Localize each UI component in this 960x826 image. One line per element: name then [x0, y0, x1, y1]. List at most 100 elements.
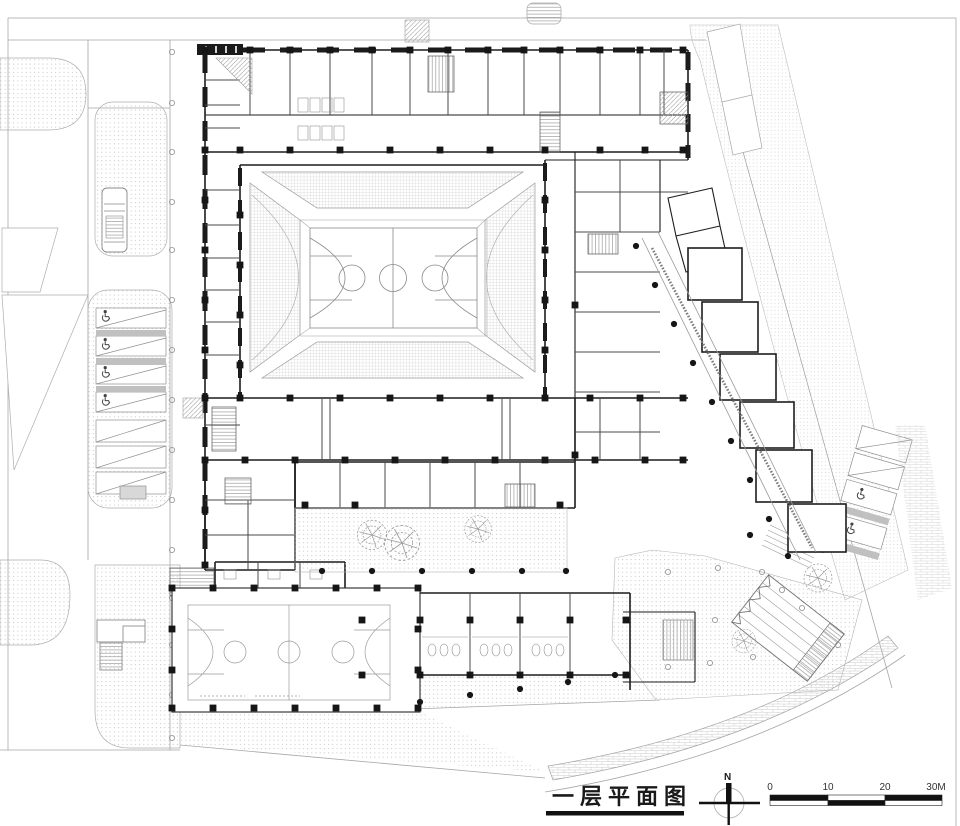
round-columns — [318, 242, 792, 706]
column — [250, 584, 258, 592]
column — [636, 46, 644, 54]
column — [386, 394, 394, 402]
column — [236, 261, 244, 269]
inner-courtyard — [294, 507, 568, 573]
tree-circle-icon — [168, 496, 175, 503]
round-column — [416, 698, 424, 706]
plaza-amphitheater — [731, 574, 845, 682]
title-block: 一层平面图 N 0 10 20 30M — [546, 772, 946, 825]
column — [596, 46, 604, 54]
column — [571, 451, 579, 459]
round-column — [727, 437, 735, 445]
round-column — [564, 678, 572, 686]
column — [679, 394, 687, 402]
column — [201, 456, 209, 464]
column — [332, 704, 340, 712]
entry-plaza — [611, 524, 863, 701]
parking-stalls — [95, 307, 167, 500]
column — [386, 146, 394, 154]
column — [341, 456, 349, 464]
tree-circle-icon — [168, 296, 175, 303]
tree-circle-icon — [759, 569, 766, 576]
gym-hall — [249, 171, 536, 379]
column — [566, 671, 574, 679]
round-column — [651, 281, 659, 289]
column — [641, 146, 649, 154]
column — [571, 301, 579, 309]
column — [250, 704, 258, 712]
column — [484, 46, 492, 54]
column — [436, 394, 444, 402]
column — [622, 616, 630, 624]
tree-circle-icon — [168, 246, 175, 253]
column — [351, 501, 359, 509]
round-column — [708, 398, 716, 406]
column — [286, 146, 294, 154]
round-column — [632, 242, 640, 250]
column — [414, 704, 422, 712]
tree-circle-icon — [168, 396, 175, 403]
column — [541, 296, 549, 304]
scale-tick-0: 0 — [767, 782, 773, 793]
column — [168, 704, 176, 712]
site-kiosk — [96, 619, 146, 671]
column — [486, 146, 494, 154]
tree-circle-icon — [712, 617, 719, 624]
column — [332, 584, 340, 592]
column — [444, 46, 452, 54]
column — [326, 46, 334, 54]
column — [641, 456, 649, 464]
tree-circle-icon — [665, 664, 672, 671]
scale-tick-30m: 30M — [926, 782, 945, 793]
column — [236, 311, 244, 319]
scale-tick-20: 20 — [879, 782, 891, 793]
column — [246, 46, 254, 54]
north-arrow-icon: N — [699, 772, 760, 825]
tree-circle-icon — [168, 346, 175, 353]
column — [541, 456, 549, 464]
round-column — [516, 685, 524, 693]
column — [566, 616, 574, 624]
round-column — [368, 567, 376, 575]
column — [596, 146, 604, 154]
plan-title: 一层平面图 — [552, 784, 692, 809]
column — [286, 394, 294, 402]
round-column — [689, 359, 697, 367]
tree-circle-icon — [799, 605, 806, 612]
column — [301, 501, 309, 509]
round-column — [670, 320, 678, 328]
column — [168, 625, 176, 633]
column — [201, 394, 209, 402]
column — [373, 704, 381, 712]
column — [406, 46, 414, 54]
column — [586, 394, 594, 402]
tree-circle-icon — [168, 49, 175, 56]
bleachers — [249, 171, 536, 379]
column — [436, 146, 444, 154]
building-layer — [168, 44, 847, 713]
column — [168, 666, 176, 674]
column — [336, 394, 344, 402]
tree-circle-icon — [835, 642, 842, 649]
column — [541, 246, 549, 254]
tree-circle-icon — [168, 148, 175, 155]
round-column — [784, 552, 792, 560]
column — [168, 584, 176, 592]
column — [414, 625, 422, 633]
round-column — [518, 567, 526, 575]
column — [373, 584, 381, 592]
round-column — [562, 567, 570, 575]
planting-islands-left — [0, 57, 181, 749]
tree-circle-icon — [715, 565, 722, 572]
column — [416, 616, 424, 624]
title-underline — [546, 811, 684, 816]
curved-road-corner — [544, 635, 906, 793]
tree-circle-icon — [707, 660, 714, 667]
column — [291, 456, 299, 464]
column — [591, 456, 599, 464]
column — [201, 146, 209, 154]
column — [291, 584, 299, 592]
round-column — [468, 567, 476, 575]
parking-left — [87, 289, 173, 509]
